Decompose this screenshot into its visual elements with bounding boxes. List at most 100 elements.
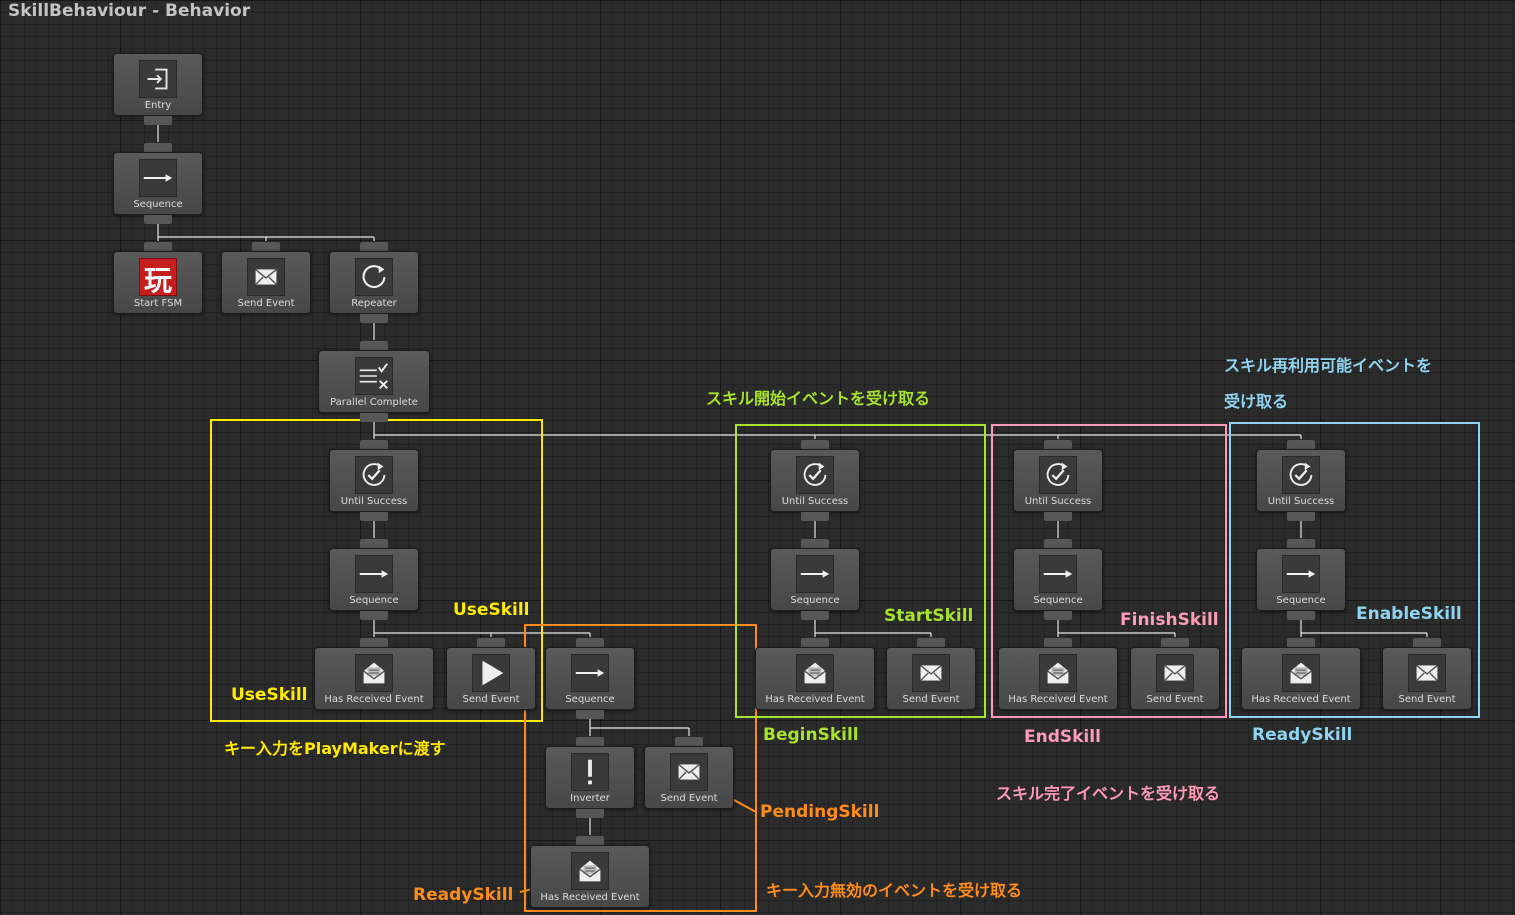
node-label: Start FSM [133, 298, 183, 309]
annotation-blue-readyskill: ReadySkill [1252, 725, 1353, 745]
envelope-icon [912, 654, 950, 692]
received-envelope-icon [1039, 654, 1077, 692]
has-received-event-node[interactable]: Has Received Event [998, 638, 1118, 710]
arrow-right-icon [355, 555, 393, 593]
sequence-node[interactable]: Sequence [1256, 539, 1346, 620]
send-event-node[interactable]: Send Event [1382, 638, 1472, 710]
received-envelope-icon [1282, 654, 1320, 692]
until-success-node[interactable]: Until Success [329, 440, 419, 521]
node-label: Parallel Complete [330, 397, 418, 408]
check-cycle-icon [355, 456, 393, 494]
annotation-yellow-description: キー入力をPlayMakerに渡す [224, 739, 446, 758]
send-event-node[interactable]: Send Event [644, 737, 734, 809]
node-label: Send Event [1398, 694, 1456, 705]
sequence-node[interactable]: Sequence [329, 539, 419, 620]
node-label: Has Received Event [765, 694, 865, 705]
annotation-useskill-receive: UseSkill [231, 685, 308, 705]
until-success-node[interactable]: Until Success [1013, 440, 1103, 521]
check-cycle-icon [1039, 456, 1077, 494]
received-envelope-icon [571, 852, 609, 890]
annotation-orange-description: キー入力無効のイベントを受け取る [766, 881, 1023, 900]
has-received-event-node[interactable]: Has Received Event [314, 638, 434, 710]
received-envelope-icon [355, 654, 393, 692]
annotation-pink-description: スキル完了イベントを受け取る [996, 784, 1221, 803]
node-label: Has Received Event [1008, 694, 1108, 705]
node-label: Has Received Event [324, 694, 424, 705]
send-event-node[interactable]: Send Event [1130, 638, 1220, 710]
node-label: Has Received Event [1251, 694, 1351, 705]
has-received-event-node[interactable]: Has Received Event [530, 836, 650, 908]
node-label: Send Event [902, 694, 960, 705]
arrow-right-icon [1282, 555, 1320, 593]
node-label: Until Success [340, 496, 408, 507]
annotation-beginskill: BeginSkill [763, 725, 859, 745]
node-label: Inverter [570, 793, 610, 804]
check-cycle-icon [1282, 456, 1320, 494]
start-fsm-node[interactable]: 玩 Start FSM [113, 242, 203, 314]
group-frame-pending [524, 624, 757, 912]
node-label: Send Event [237, 298, 295, 309]
has-received-event-node[interactable]: Has Received Event [1241, 638, 1361, 710]
node-label: Send Event [462, 694, 520, 705]
sequence-node[interactable]: Sequence [1013, 539, 1103, 620]
playmaker-glyph: 玩 [143, 264, 172, 297]
until-success-node[interactable]: Until Success [1256, 440, 1346, 521]
annotation-blue-description-line2: 受け取る [1224, 392, 1289, 411]
entry-icon [139, 60, 177, 98]
exclamation-icon [571, 753, 609, 791]
node-label: Sequence [790, 595, 840, 606]
node-label: Entry [144, 100, 172, 111]
node-label: Sequence [1033, 595, 1083, 606]
until-success-node[interactable]: Until Success [770, 440, 860, 521]
inverter-node[interactable]: Inverter [545, 737, 635, 818]
envelope-icon [247, 258, 285, 296]
annotation-endskill: EndSkill [1024, 727, 1101, 747]
sequence-node[interactable]: Sequence [770, 539, 860, 620]
annotation-useskill-send: UseSkill [453, 600, 530, 620]
node-label: Sequence [1276, 595, 1326, 606]
node-label: Sequence [565, 694, 615, 705]
parallel-complete-node[interactable]: Parallel Complete [318, 341, 430, 422]
send-event-node[interactable]: Send Event [446, 638, 536, 710]
send-event-node[interactable]: Send Event [221, 242, 311, 314]
node-label: Until Success [1267, 496, 1335, 507]
window-title: SkillBehaviour - Behavior [8, 1, 251, 21]
group-frame-beginskill [735, 424, 986, 718]
node-label: Until Success [1024, 496, 1092, 507]
repeater-node[interactable]: Repeater [329, 242, 419, 323]
parallel-complete-icon [355, 357, 393, 395]
group-frame-endskill [991, 424, 1227, 718]
node-label: Send Event [660, 793, 718, 804]
annotation-finishskill: FinishSkill [1120, 610, 1219, 630]
arrow-right-icon [139, 159, 177, 197]
envelope-icon [1408, 654, 1446, 692]
sequence-node[interactable]: Sequence [113, 143, 203, 224]
annotation-green-description: スキル開始イベントを受け取る [706, 389, 931, 408]
node-label: Until Success [781, 496, 849, 507]
sequence-node[interactable]: Sequence [545, 638, 635, 719]
check-cycle-icon [796, 456, 834, 494]
annotation-blue-description-line1: スキル再利用可能イベントを [1224, 356, 1433, 375]
node-label: Send Event [1146, 694, 1204, 705]
entry-node[interactable]: Entry [113, 53, 203, 125]
node-label: Sequence [349, 595, 399, 606]
annotation-startskill: StartSkill [884, 606, 974, 626]
arrow-right-icon [796, 555, 834, 593]
node-label: Has Received Event [540, 892, 640, 903]
arrow-right-icon [1039, 555, 1077, 593]
annotation-pendingskill: PendingSkill [760, 802, 880, 822]
group-frame-readyskill [1229, 422, 1480, 718]
annotation-orange-readyskill: ReadySkill [413, 885, 514, 905]
send-event-node[interactable]: Send Event [886, 638, 976, 710]
envelope-icon [670, 753, 708, 791]
received-envelope-icon [796, 654, 834, 692]
node-label: Sequence [133, 199, 183, 210]
playmaker-icon: 玩 [139, 258, 177, 297]
arrow-right-icon [571, 654, 609, 692]
envelope-icon [1156, 654, 1194, 692]
node-label: Repeater [351, 298, 397, 309]
has-received-event-node[interactable]: Has Received Event [755, 638, 875, 710]
play-icon [472, 654, 510, 692]
repeat-icon [355, 258, 393, 296]
